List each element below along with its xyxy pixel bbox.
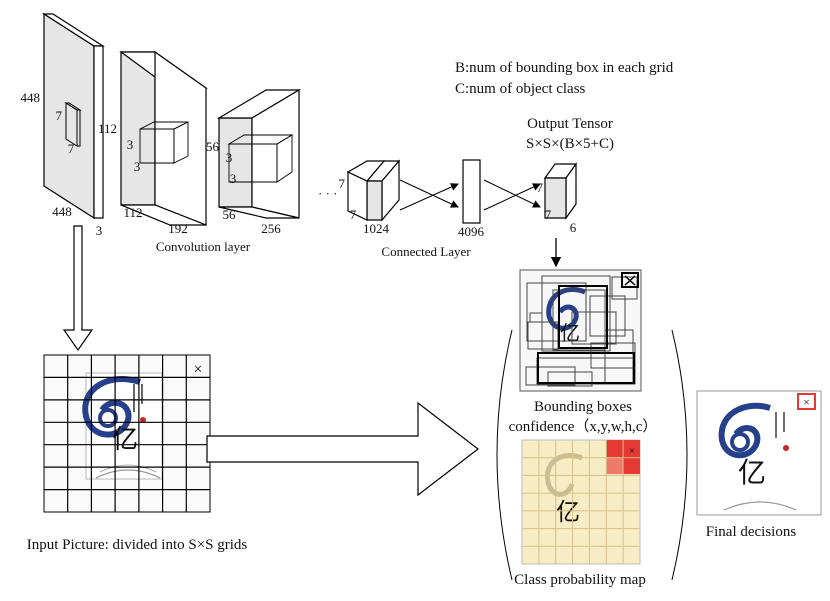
prob-close-mark: × [629,445,635,457]
tensor-formula: S×S×(B×5+C) [526,136,614,152]
big-right-arrow [206,401,479,497]
input-picture: 亿 × [43,354,211,513]
class-caption: Class probability map [514,572,646,588]
input-layer: 448 448 3 7 7 [21,12,106,238]
prob-grid [522,440,640,564]
left-paren [496,329,513,581]
conv2-dim-w: 56 [223,207,237,222]
fc2-vector [462,159,481,224]
conv1-kernel-box [139,121,189,164]
fc1-dim-b: 7 [350,207,357,222]
bbox-caption-2: confidence（x,y,w,h,c） [509,418,658,435]
input-dim-w: 448 [52,204,72,219]
fc1-dim-a: 7 [339,176,346,191]
final-glyph: 亿 [738,457,766,489]
bbox-image: 亿 [519,269,642,392]
conv1-dim-h: 112 [98,121,117,136]
input-kernel-a: 7 [56,108,63,123]
conv1-channels: 192 [168,221,188,236]
output-tensor-cube [543,162,578,220]
conv2-dim-h: 56 [206,139,220,154]
class-prob-map: 亿 × [521,439,641,565]
conv2-kernel-box [227,134,294,183]
conv1-layer: 112 112 192 3 3 [98,50,208,236]
input-layer-front [43,12,95,220]
conv2-kernel-a: 3 [226,150,233,165]
final-close-mark: × [803,395,810,409]
input-kernel-box [64,102,82,147]
fc1-cube [346,159,401,222]
fc2-units: 4096 [458,224,485,239]
conv1-dim-w: 112 [123,205,142,220]
legend-c-def: C:num of object class [455,81,586,97]
conv2-channels: 256 [261,221,281,236]
conv1-kernel-a: 3 [127,137,134,152]
fc-connections [399,179,541,211]
prob-glyph: 亿 [556,499,580,526]
final-image: 亿 × [696,390,822,516]
conv-layer-label: Convolution layer [156,239,251,254]
input-artwork: 亿 [82,372,163,480]
conv2-kernel-b: 3 [230,171,237,186]
input-dim-h: 448 [21,90,41,105]
out-channels: 6 [570,220,577,235]
right-paren [671,329,688,581]
ellipsis: · · · [318,186,338,201]
conv1-side [154,50,207,226]
input-down-arrow [62,225,94,352]
input-kernel-b: 7 [68,141,75,156]
fc1-channels: 1024 [363,221,390,236]
conv2-front [218,117,253,208]
bbox-caption-1: Bounding boxes [534,399,632,415]
input-channels: 3 [96,223,103,238]
bbox-glyph: 亿 [560,322,580,345]
conv1-front [120,51,156,206]
input-layer-side [93,45,104,219]
out-dim-a: 7 [537,180,544,195]
input-caption: Input Picture: divided into S×S grids [27,537,248,553]
conv1-kernel-b: 3 [134,159,141,174]
input-close-mark: × [193,361,202,378]
conv2-layer: 56 56 256 3 3 [206,88,302,236]
bbox-strong-rects [537,272,639,384]
tensor-title: Output Tensor [527,116,613,132]
final-detection-box [797,393,816,410]
input-grid [44,355,210,512]
fc-layer-label: Connected Layer [381,244,471,259]
out-dim-b: 7 [545,207,552,222]
input-glyph: 亿 [112,425,138,454]
final-caption: Final decisions [706,524,797,540]
legend-b-def: B:num of bounding box in each grid [455,60,674,76]
